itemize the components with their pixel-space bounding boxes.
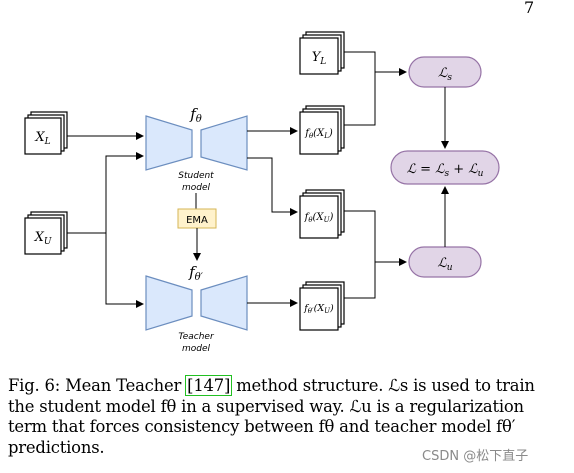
f-theta-xu-stack: fθ(XU) <box>299 189 345 239</box>
xl-input-stack: XL <box>24 111 68 155</box>
loss-u-pill: ℒu <box>408 246 482 278</box>
teacher-label-1: Teacher <box>178 332 215 342</box>
xu-input-stack: XU <box>24 211 68 255</box>
ema-label: EMA <box>186 215 208 226</box>
student-label-1: Student <box>178 171 214 181</box>
connectors <box>67 51 449 308</box>
teacher-symbol: fθ′ <box>188 263 204 283</box>
f-theta-xu-label: fθ(XU) <box>304 212 334 224</box>
student-label-2: model <box>182 183 211 193</box>
figure-caption: Fig. 6: Mean Teacher [147] method struct… <box>8 375 548 458</box>
ema-box: EMA <box>177 193 217 261</box>
caption-text: method structure. ℒs is used to train th… <box>8 376 535 457</box>
student-symbol: fθ <box>189 105 202 125</box>
watermark: CSDN @松下直子 <box>422 449 529 464</box>
citation-link[interactable]: [147] <box>185 375 233 396</box>
loss-total-label: ℒ = ℒs + ℒu <box>407 162 484 179</box>
mean-teacher-diagram: XL XU YL fθ(XL) fθ(XU) fθ′(XU) fθ <box>24 31 500 354</box>
yl-stack: YL <box>299 31 345 75</box>
loss-total-pill: ℒ = ℒs + ℒu <box>390 150 500 185</box>
teacher-model: fθ′ Teacher model <box>145 263 248 354</box>
f-theta-xl-label: fθ(XL) <box>304 128 333 140</box>
loss-s-pill: ℒs <box>408 56 482 88</box>
caption-prefix: Fig. 6: Mean Teacher <box>8 376 187 395</box>
f-theta-xl-stack: fθ(XL) <box>299 105 345 155</box>
f-theta-prime-xu-stack: fθ′(XU) <box>299 281 345 331</box>
teacher-label-2: model <box>182 344 211 354</box>
page-number: 7 <box>524 0 535 17</box>
student-model: fθ Student model <box>145 105 248 193</box>
